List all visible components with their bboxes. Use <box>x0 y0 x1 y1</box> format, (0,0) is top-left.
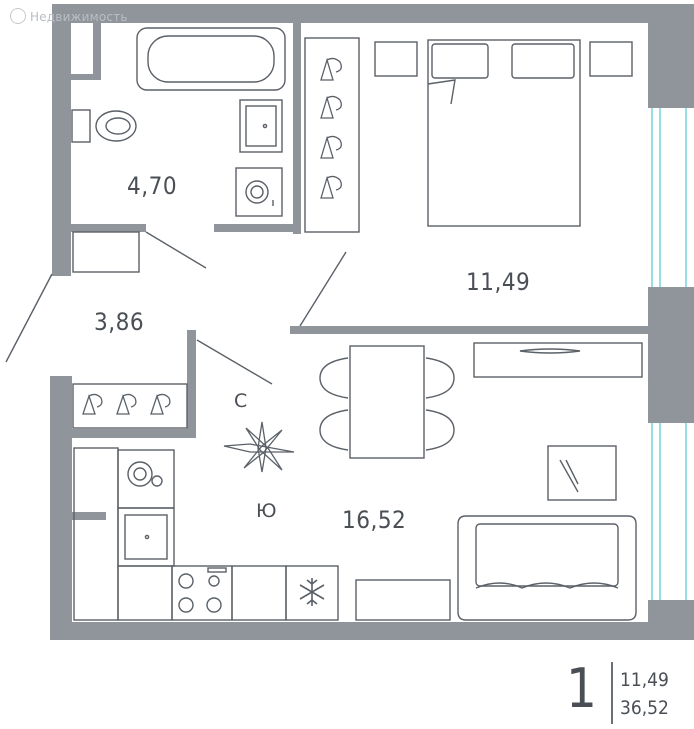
walls <box>50 4 694 640</box>
watermark: Недвижимость <box>10 8 128 24</box>
fixtures <box>5 27 643 621</box>
area-kitchen-living: 16,52 <box>342 506 407 534</box>
compass-rose-icon <box>223 421 295 473</box>
snowflake-icon <box>299 578 325 606</box>
area-hall: 3,86 <box>94 308 145 336</box>
area-bathroom: 4,70 <box>127 172 178 200</box>
watermark-text: Недвижимость <box>30 10 128 24</box>
area-bedroom: 11,49 <box>466 268 531 296</box>
room-count: 1 <box>566 657 597 720</box>
compass-north: С <box>234 390 248 412</box>
hanger-icons <box>82 57 342 415</box>
watermark-logo-icon <box>10 8 26 24</box>
living-area: 11,49 <box>620 669 669 691</box>
total-area: 36,52 <box>620 697 669 719</box>
compass-south: Ю <box>256 500 277 522</box>
windows <box>651 108 687 600</box>
summary-divider <box>611 662 613 724</box>
